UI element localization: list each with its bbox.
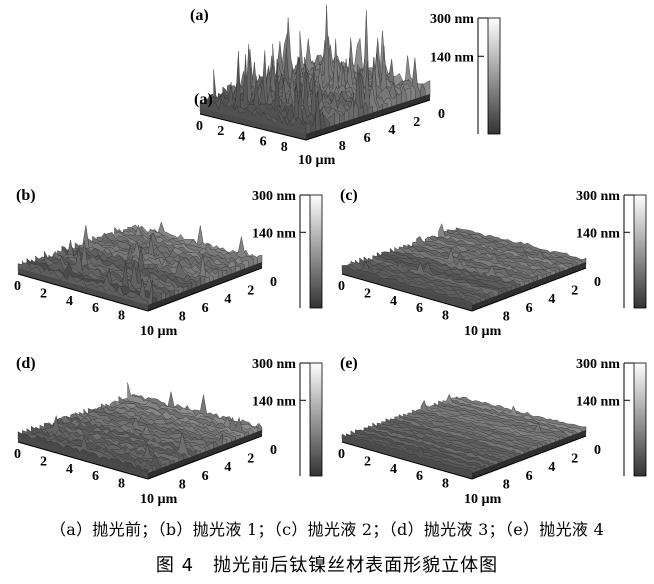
x-tick-label: 0: [338, 447, 345, 462]
height-color-scale: 300 nm 140 nm: [252, 189, 323, 309]
panel-label: (d): [16, 355, 36, 372]
height-color-scale: 300 nm 140 nm: [252, 357, 323, 477]
axes: [341, 267, 587, 312]
x-tick-label: 2: [40, 454, 47, 469]
panel-overlay-label: (a): [194, 91, 213, 108]
afm-surface: [341, 223, 587, 311]
y-tick-label: 6: [202, 469, 209, 484]
figure-subcaption: （a）抛光前；（b）抛光液 1；（c）抛光液 2；（d）抛光液 3；（e）抛光液…: [49, 520, 605, 539]
y-tick-label: 2: [247, 284, 254, 299]
x-tick-label: 8: [118, 309, 125, 324]
afm-surface: [199, 4, 431, 140]
panel-label: (a): [190, 7, 209, 24]
x-tick-label: 6: [92, 301, 99, 316]
scale-max-label: 300 nm: [252, 357, 296, 372]
panel-label: (e): [340, 355, 358, 372]
x-tick-label: 6: [260, 135, 267, 150]
y-tick-label: 8: [503, 309, 510, 324]
x-axis-unit-label: 10 µm: [140, 324, 178, 339]
afm-surface: [341, 393, 587, 479]
y-tick-label: 0: [438, 107, 445, 122]
panel-label: (b): [16, 187, 36, 204]
x-tick-label: 0: [14, 447, 21, 462]
scale-mid-label: 140 nm: [430, 50, 474, 65]
y-tick-label: 2: [247, 452, 254, 467]
height-color-scale: 300 nm 140 nm: [430, 12, 501, 135]
scale-max-label: 300 nm: [430, 12, 474, 27]
y-tick-label: 8: [503, 477, 510, 492]
y-tick-label: 6: [526, 469, 533, 484]
height-color-scale: 300 nm 140 nm: [576, 189, 647, 309]
y-tick-label: 0: [594, 443, 601, 458]
x-tick-label: 4: [238, 129, 245, 144]
x-tick-label: 4: [390, 462, 397, 477]
y-tick-label: 4: [548, 460, 555, 475]
y-tick-label: 6: [202, 301, 209, 316]
axes: [199, 99, 431, 141]
y-tick-label: 4: [548, 292, 555, 307]
x-tick-label: 2: [217, 124, 224, 139]
scale-max-label: 300 nm: [576, 189, 620, 204]
figure-caption: 图 4 抛光前后钛镍丝材表面形貌立体图: [155, 555, 499, 576]
height-color-scale: 300 nm 140 nm: [576, 357, 647, 477]
x-tick-label: 6: [416, 301, 423, 316]
afm-surface: [17, 221, 263, 311]
y-tick-label: 2: [571, 284, 578, 299]
y-tick-label: 0: [270, 443, 277, 458]
x-tick-label: 4: [390, 294, 397, 309]
x-tick-label: 0: [338, 279, 345, 294]
afm-surface: [17, 382, 263, 479]
x-tick-label: 4: [66, 462, 73, 477]
x-tick-label: 2: [364, 286, 371, 301]
panel-label: (c): [340, 187, 358, 204]
x-tick-label: 6: [416, 469, 423, 484]
x-tick-label: 8: [118, 477, 125, 492]
scale-mid-label: 140 nm: [576, 394, 620, 409]
x-tick-label: 0: [14, 279, 21, 294]
scale-mid-label: 140 nm: [252, 226, 296, 241]
axes: [341, 435, 587, 480]
axes: [17, 267, 263, 312]
x-tick-label: 6: [92, 469, 99, 484]
y-tick-label: 8: [339, 139, 346, 154]
x-axis-unit-label: 10 µm: [298, 153, 336, 168]
y-tick-label: 4: [388, 123, 395, 138]
x-tick-label: 2: [364, 454, 371, 469]
y-tick-label: 8: [179, 477, 186, 492]
y-tick-label: 2: [413, 115, 420, 130]
x-tick-label: 2: [40, 286, 47, 301]
y-tick-label: 4: [224, 460, 231, 475]
x-axis-unit-label: 10 µm: [140, 492, 178, 507]
y-tick-label: 4: [224, 292, 231, 307]
x-tick-label: 4: [66, 294, 73, 309]
x-tick-label: 0: [196, 119, 203, 134]
y-tick-label: 2: [571, 452, 578, 467]
y-tick-label: 0: [270, 275, 277, 290]
y-tick-label: 6: [364, 131, 371, 146]
scale-mid-label: 140 nm: [576, 226, 620, 241]
scale-max-label: 300 nm: [252, 189, 296, 204]
scale-mid-label: 140 nm: [252, 394, 296, 409]
x-axis-unit-label: 10 µm: [464, 492, 502, 507]
x-axis-unit-label: 10 µm: [464, 324, 502, 339]
y-tick-label: 8: [179, 309, 186, 324]
scale-max-label: 300 nm: [576, 357, 620, 372]
x-tick-label: 8: [442, 309, 449, 324]
x-tick-label: 8: [442, 477, 449, 492]
y-tick-label: 0: [594, 275, 601, 290]
x-tick-label: 8: [281, 140, 288, 155]
axes: [17, 435, 263, 480]
y-tick-label: 6: [526, 301, 533, 316]
